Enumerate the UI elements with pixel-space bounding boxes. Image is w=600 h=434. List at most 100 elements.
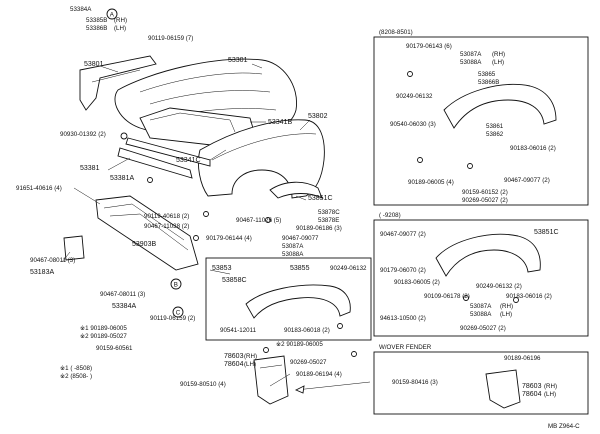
label-53802: 53802 xyxy=(308,113,328,120)
box2-rh: (RH) xyxy=(500,303,513,310)
box1-label-90467-09077-2: 90467-09077 (2) xyxy=(504,177,550,184)
box3-lh: (LH) xyxy=(544,391,556,398)
label-lh-78604: (LH) xyxy=(244,361,256,368)
seal-strip-part xyxy=(63,235,85,261)
label-53903B: 53903B xyxy=(132,241,156,248)
box3-labels: 90189-06196 90159-80416 (3) 78603 78604 … xyxy=(392,355,557,398)
label-90189-06005-2: ※2 90189-06005 xyxy=(276,341,323,348)
label-90189-06005-1: ※1 90189-06005 xyxy=(80,325,127,332)
footnote-1: ※1 ( -8508) xyxy=(60,365,92,372)
box2-labels: 90467-09077 (2) 53851C 90179-06070 (2) 9… xyxy=(380,229,559,332)
box2-label-53087A: 53087A xyxy=(470,303,492,310)
box1-rh: (RH) xyxy=(492,51,505,58)
front-fender-part xyxy=(197,119,325,199)
label-90467-08011-3b: 90467-08011 (3) xyxy=(100,291,145,298)
box2-label-90249-06132-2: 90249-06132 (2) xyxy=(476,283,522,290)
inset1-flare-part xyxy=(443,84,557,129)
label-lh-1: (LH) xyxy=(114,25,126,32)
label-91651-40616-4: 91651-40616 (4) xyxy=(16,185,62,192)
label-53878E: 53878E xyxy=(318,217,339,224)
label-90119-06159-7: 90119-06159 (7) xyxy=(148,35,193,42)
label-rh-1: (RH) xyxy=(114,17,127,24)
label-90159-80510-4: 90159-80510 (4) xyxy=(180,381,226,388)
box2-label-53088A: 53088A xyxy=(470,311,492,318)
fender-liner-part xyxy=(269,181,323,199)
label-90189-05027-2: ※2 90189-05027 xyxy=(80,333,127,340)
label-53088A: 53088A xyxy=(282,251,304,258)
box2-label-90179-06070-2: 90179-06070 (2) xyxy=(380,267,426,274)
label-53341B: 53341B xyxy=(268,119,292,126)
arrow-to-over-fender xyxy=(294,381,371,394)
label-90189-06194-4: 90189-06194 (4) xyxy=(296,371,342,378)
box1-label-53865: 53865 xyxy=(478,71,496,78)
box2-label-90183-06005-2: 90183-06005 (2) xyxy=(394,279,440,286)
box1-label-90189-06005-4: 90189-06005 (4) xyxy=(408,179,454,186)
label-53183A: 53183A xyxy=(30,269,54,276)
box3-rh: (RH) xyxy=(544,383,557,390)
label-rh-78603: (RH) xyxy=(244,353,257,360)
box1-label-90540-06030-3: 90540-06030 (3) xyxy=(390,121,436,128)
label-90159-60561: 90159-60561 xyxy=(96,345,133,352)
marker-letter-c: C xyxy=(176,309,181,316)
label-90183-06018-2: 90183-06018 (2) xyxy=(284,327,330,334)
label-90541-12011: 90541-12011 xyxy=(220,327,257,334)
label-90467-11038-2: 90467-11038 (2) xyxy=(144,223,189,230)
mud-guard-part xyxy=(253,355,289,405)
leader-lines xyxy=(61,63,311,387)
label-53381: 53381 xyxy=(80,165,100,172)
lower-support-part xyxy=(95,195,199,271)
page-code: MB Z964-C xyxy=(548,423,580,430)
inset3-mudflap-part xyxy=(485,369,521,409)
hood-seal-strip xyxy=(117,137,211,179)
label-90467-11026-5: 90467-11026 (5) xyxy=(236,217,281,224)
label-90930-01392-2: 90930-01392 (2) xyxy=(60,131,106,138)
label-90119-06159-2: 90119-06159 (2) xyxy=(150,315,195,322)
inset-frame-8208-8501 xyxy=(373,36,589,206)
box1-label-53088A: 53088A xyxy=(460,59,482,66)
hood-hinge-part xyxy=(79,55,157,111)
label-53853: 53853 xyxy=(212,265,232,272)
inset-frame-flare xyxy=(205,257,372,341)
box1-lh: (LH) xyxy=(492,59,504,66)
box2-label-53851C: 53851C xyxy=(534,229,559,236)
box1-labels: 90179-06143 (6) 53087A 53088A (RH) (LH) … xyxy=(390,43,556,204)
label-53385B: 53385B xyxy=(86,17,107,24)
letter-markers: A B C xyxy=(106,8,184,318)
label-78603: 78603 xyxy=(224,353,244,360)
label-90179-06144-4: 90179-06144 (4) xyxy=(206,235,252,242)
box2-label-90109-06178-2: 90109-06178 (2) xyxy=(424,293,470,300)
label-53801: 53801 xyxy=(84,61,104,68)
marker-letter-a: A xyxy=(110,11,115,18)
box3-label-90159-80416-3: 90159-80416 (3) xyxy=(392,379,438,386)
label-53851C: 53851C xyxy=(308,195,333,202)
label-53855: 53855 xyxy=(290,265,310,272)
label-90119-40618-2: 90119-40618 (2) xyxy=(144,213,189,220)
box2-label-90467-09077-2: 90467-09077 (2) xyxy=(380,231,426,238)
label-53386B: 53386B xyxy=(86,25,107,32)
label-90467-09077: 90467-09077 xyxy=(282,235,319,242)
label-78604: 78604 xyxy=(224,361,244,368)
inset-title-9208: ( -9208) xyxy=(379,212,401,219)
inset-frame-over-fender xyxy=(373,351,589,415)
box1-label-90249-06132: 90249-06132 xyxy=(396,93,433,100)
box1-label-90269-05027-2: 90269-05027 (2) xyxy=(462,197,508,204)
box1-label-53862: 53862 xyxy=(486,131,504,138)
box1-label-90159-60152-2: 90159-60152 (2) xyxy=(462,189,508,196)
box1-label-90179-06143-6: 90179-06143 (6) xyxy=(406,43,452,50)
label-90249-06132: 90249-06132 xyxy=(330,265,367,272)
footnotes: ※1 ( -8508) ※2 (8508- ) xyxy=(60,365,92,380)
label-90269-05027: 90269-05027 xyxy=(290,359,327,366)
label-90189-06186-3: 90189-06186 (3) xyxy=(296,225,342,232)
inset-title-over-fender: W/OVER FENDER xyxy=(379,344,432,351)
box3-label-90189-06196: 90189-06196 xyxy=(504,355,541,362)
label-53384A: 53384A xyxy=(70,6,92,13)
box2-lh: (LH) xyxy=(500,311,512,318)
box1-label-53866B: 53866B xyxy=(478,79,499,86)
box1-label-53861: 53861 xyxy=(486,123,504,130)
inset2-flare-part xyxy=(435,233,541,277)
label-53087A: 53087A xyxy=(282,243,304,250)
label-53381A: 53381A xyxy=(110,175,134,182)
box2-label-90269-05027-2: 90269-05027 (2) xyxy=(460,325,506,332)
box3-label-78603: 78603 xyxy=(522,383,542,390)
